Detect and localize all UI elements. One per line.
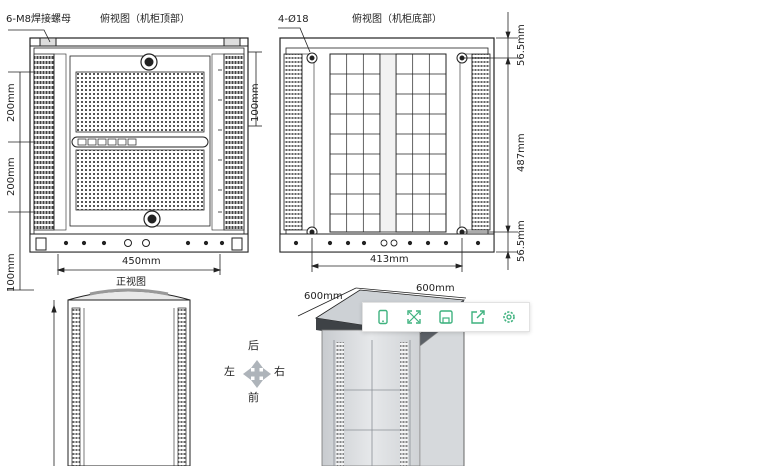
top-view-dimensions: [8, 29, 262, 291]
dim-56-bottom: 56.5mm: [516, 220, 527, 262]
compass-left: 左: [224, 365, 235, 378]
top-view-title: 俯视图（机柜顶部）: [100, 14, 190, 25]
compass-right: 右: [274, 365, 285, 378]
dim-600-right: 600mm: [416, 283, 455, 294]
front-view-drawing: [51, 288, 191, 466]
share-button[interactable]: [467, 306, 489, 328]
save-icon: [439, 310, 453, 324]
dim-487: 487mm: [516, 133, 527, 172]
dim-200-lower: 200mm: [6, 157, 17, 196]
bottom-view-dimensions: [278, 12, 518, 272]
front-view-title: 正视图: [116, 277, 146, 288]
compass-arrows-icon: [243, 360, 271, 388]
expand-icon: [407, 310, 422, 324]
dim-100-inner: 100mm: [250, 83, 261, 122]
share-icon: [470, 310, 485, 324]
save-button[interactable]: [435, 306, 457, 328]
bottom-view-drawing: [279, 37, 495, 253]
nut-label: 6-M8焊接螺母: [6, 14, 71, 25]
dim-600-left: 600mm: [304, 291, 343, 302]
top-view-drawing: [29, 37, 249, 253]
expand-button[interactable]: [403, 306, 425, 328]
dim-100-left: 100mm: [6, 253, 17, 292]
floating-toolbar: [362, 302, 530, 332]
phone-button[interactable]: [372, 306, 394, 328]
phone-icon: [378, 309, 388, 325]
dim-200-upper: 200mm: [6, 83, 17, 122]
settings-button[interactable]: [498, 306, 520, 328]
hole-label: 4-Ø18: [278, 14, 309, 25]
compass-back: 后: [248, 339, 259, 352]
dim-413: 413mm: [370, 254, 409, 265]
direction-compass: 后 左 右 前: [224, 338, 294, 408]
bottom-view-title: 俯视图（机柜底部）: [352, 14, 442, 25]
compass-front: 前: [248, 391, 259, 404]
dim-450: 450mm: [122, 256, 161, 267]
settings-icon: [503, 311, 515, 323]
dim-56-top: 56.5mm: [516, 24, 527, 66]
